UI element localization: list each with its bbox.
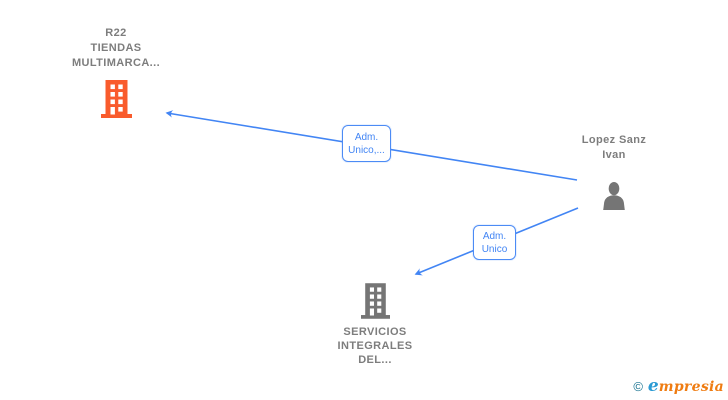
- empresia-logo[interactable]: © e mpresia: [633, 376, 724, 396]
- brand-initial: e: [647, 376, 659, 396]
- node-label-line: Lopez Sanz: [581, 134, 647, 146]
- edge-label-line: Unico: [481, 243, 508, 255]
- person-icon: [554, 182, 674, 210]
- copyright-symbol: ©: [633, 379, 643, 394]
- building-icon: [46, 80, 186, 118]
- node-label-line: Ivan: [602, 149, 626, 161]
- brand-name: mpresia: [658, 379, 724, 395]
- node-person-lopez-sanz-ivan[interactable]: Lopez Sanz Ivan: [554, 133, 674, 210]
- node-label: R22 TIENDAS MULTIMARCA...: [46, 26, 186, 71]
- edge-label-line: Unico,...: [348, 144, 385, 156]
- node-company-servicios-integrales[interactable]: SERVICIOS INTEGRALES DEL...: [315, 283, 435, 367]
- node-label-line: SERVICIOS: [343, 326, 407, 338]
- node-label: SERVICIOS INTEGRALES DEL...: [315, 325, 435, 367]
- edge-label-line: Adm.: [482, 230, 507, 242]
- node-label-line: TIENDAS: [90, 42, 142, 54]
- node-label-line: MULTIMARCA...: [71, 57, 161, 69]
- edge-label-adm-unico-2[interactable]: Adm. Unico: [473, 225, 516, 260]
- node-label-line: DEL...: [358, 354, 392, 366]
- edge-label-adm-unico-1[interactable]: Adm. Unico,...: [342, 125, 391, 162]
- edge-label-line: Adm.: [354, 131, 379, 143]
- node-company-r22[interactable]: R22 TIENDAS MULTIMARCA...: [46, 26, 186, 118]
- building-icon: [315, 283, 435, 319]
- node-label-line: R22: [105, 27, 127, 39]
- node-label-line: INTEGRALES: [337, 340, 413, 352]
- node-label: Lopez Sanz Ivan: [554, 133, 674, 163]
